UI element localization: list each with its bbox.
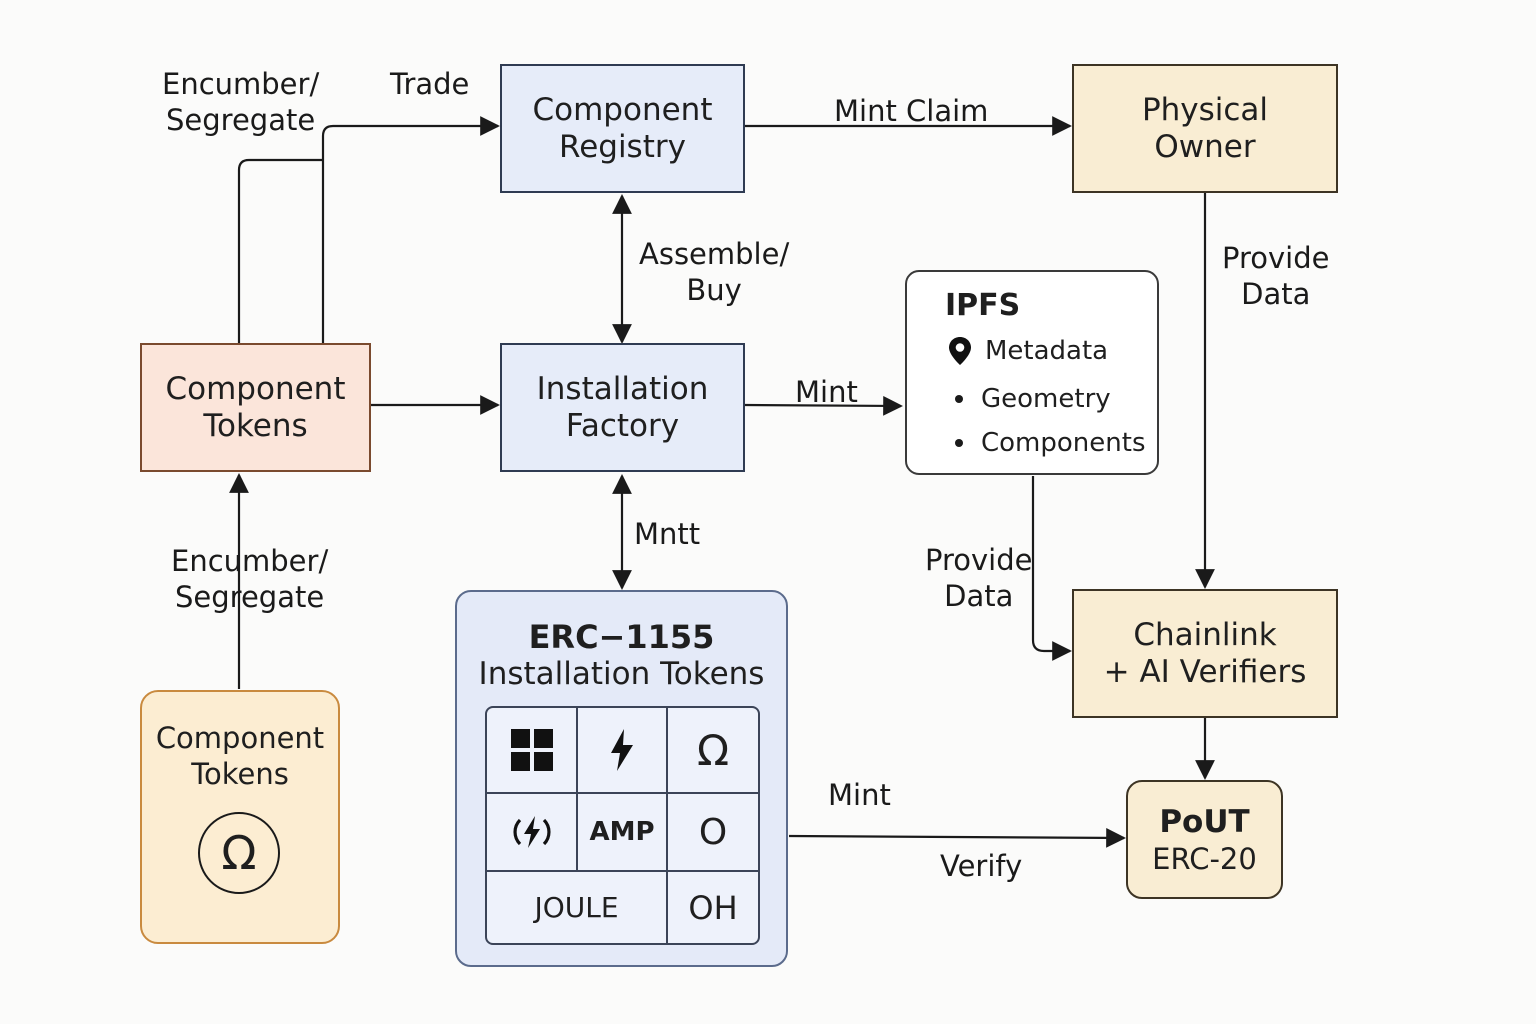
edge-label-verify: Verify [940,849,1023,883]
edge-label-mntt: Mntt [634,517,701,551]
token-cell-oh: OH [688,888,738,927]
token-cell-amp: AMP [578,794,668,872]
circled-bolt-icon [512,816,551,848]
token-cell [578,708,668,794]
component-tokens-node: Component Tokens [140,343,371,472]
lightning-bolt-icon [611,729,633,771]
edge-encumber-top [237,158,323,343]
bullet-icon [955,395,963,403]
ipfs-item-label: Components [981,428,1146,458]
component-registry-line1: Component [532,91,713,128]
omega-component-token-node: Component Tokens Ω [140,690,340,944]
component-tokens-line1: Component [165,370,346,407]
component-tokens-line2: Tokens [203,407,308,444]
edge-label-line: Encumber/ [162,67,320,101]
omega-component-label: Component Tokens [142,720,338,792]
erc1155-title: ERC−1155 [528,618,715,656]
ipfs-item-label: Metadata [985,336,1109,366]
edge-label-mint-claim: Mint Claim [834,94,989,128]
edge-label-provide-data-ipfs: Provide Data [925,542,1032,614]
edge-label-mint-ipfs: Mint [795,375,858,409]
chainlink-verifiers-node: Chainlink + AI Verifiers [1072,589,1338,718]
omega-icon: Ω [696,725,730,775]
edge-ipfs-to-chainlink [1031,476,1072,661]
edge-label-line: Segregate [166,103,316,137]
component-registry-line2: Registry [559,128,686,165]
ipfs-item-metadata: Metadata [947,336,1108,366]
pout-erc20-node: PoUT ERC-20 [1126,780,1283,899]
pout-title: PoUT [1159,803,1250,840]
token-cell [487,708,578,794]
pout-subtitle: ERC-20 [1152,841,1257,876]
edge-label-trade: Trade [390,67,470,101]
erc1155-installation-tokens-panel: ERC−1155 Installation Tokens Ω [455,590,788,967]
edge-erc1155-to-pout [788,827,1126,848]
installation-factory-node: Installation Factory [500,343,745,472]
ipfs-item-components: Components [947,428,1146,458]
edge-label-line: Data [1241,277,1311,311]
component-registry-node: Component Registry [500,64,745,193]
edge-label-line: Data [944,579,1014,613]
token-cell [487,794,578,872]
bullet-icon [955,439,963,447]
ipfs-node: IPFS Metadata Geometry Components [905,270,1159,475]
edge-label-provide-data-owner: Provide Data [1222,240,1329,312]
physical-owner-line1: Physical [1141,91,1269,128]
physical-owner-line2: Owner [1154,128,1256,165]
token-grid: Ω AMP O JOULE OH [485,706,760,945]
edge-label-line: Buy [686,273,742,307]
omega-icon: Ω [198,812,280,894]
edge-factory-to-ipfs [744,395,903,416]
omega-component-line1: Component [155,721,325,755]
map-pin-icon [949,337,971,365]
token-cell-o: O [668,794,758,872]
erc1155-subtitle: Installation Tokens [478,656,765,692]
windows-grid-icon [510,729,553,771]
omega-component-line2: Tokens [191,757,289,791]
edge-label-line: Encumber/ [171,544,329,578]
edge-label-mint-pout: Mint [828,778,891,812]
edge-label-line: Provide [1222,241,1330,275]
edge-label-line: Assemble/ [639,237,790,271]
ipfs-title: IPFS [945,288,1021,323]
ipfs-item-label: Geometry [981,384,1111,414]
edge-label-assemble-buy: Assemble/ Buy [639,236,789,308]
edge-tokens-to-registry [321,116,500,343]
chainlink-line1: Chainlink [1133,616,1277,653]
chainlink-line2: + AI Verifiers [1103,653,1307,690]
installation-factory-line1: Installation [536,370,709,407]
ipfs-item-geometry: Geometry [947,384,1111,414]
edge-label-encumber-bottom: Encumber/ Segregate [171,543,328,615]
installation-factory-line2: Factory [565,407,680,444]
token-cell-joule: JOULE [487,872,668,943]
physical-owner-node: Physical Owner [1072,64,1338,193]
token-cell: Ω [668,708,758,794]
edge-label-encumber-top: Encumber/ Segregate [162,66,319,138]
edge-label-line: Segregate [175,580,325,614]
edge-label-line: Provide [925,543,1033,577]
